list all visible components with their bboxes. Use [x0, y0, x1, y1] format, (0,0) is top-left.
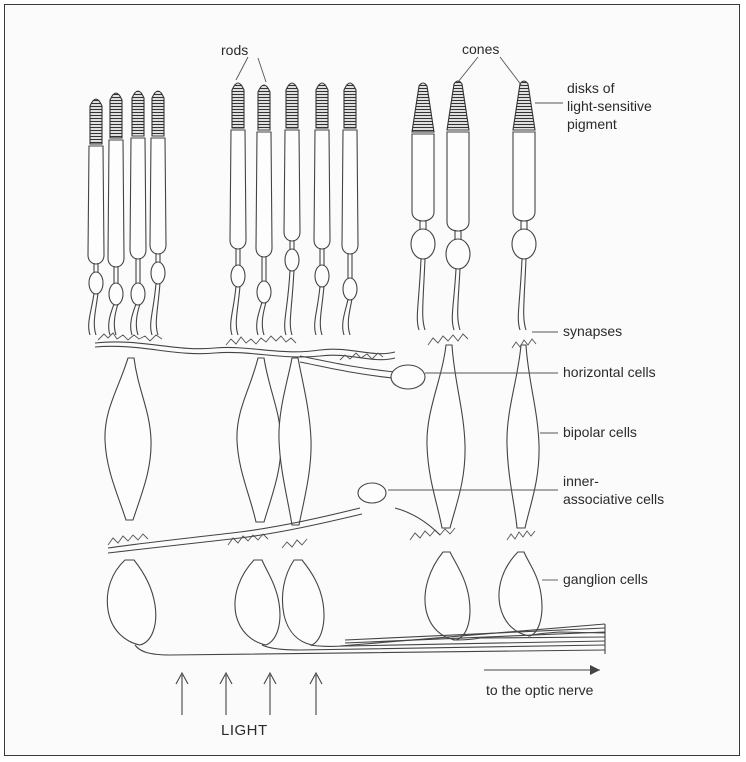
rod-nucleus [109, 283, 123, 305]
light-arrow-1 [176, 673, 188, 715]
rod-outer-segment [110, 93, 122, 138]
label-ganglion-cells: ganglion cells [563, 571, 648, 587]
label-inner-2: associative cells [563, 491, 664, 507]
label-light: LIGHT [221, 722, 268, 739]
rod-inner-segment [256, 132, 272, 257]
rod-inner-segment [130, 138, 146, 259]
rod-nucleus [151, 262, 165, 284]
rod-cell [108, 93, 124, 335]
rod-nucleus [285, 249, 299, 271]
cone-cell [446, 81, 470, 330]
rod-outer-segment [344, 83, 356, 128]
cone-outer-segment [447, 81, 469, 130]
rod-nucleus [89, 272, 103, 294]
label-disks-1: disks of [567, 80, 615, 96]
label-disks-2: light-sensitive [567, 98, 652, 114]
rod-outer-segment [132, 91, 144, 136]
label-disks-3: pigment [567, 116, 617, 132]
rod-outer-segment [90, 99, 102, 144]
rod-outer-segment [316, 83, 328, 128]
rod-outer-segment [232, 83, 244, 128]
rod-nucleus [315, 265, 329, 287]
label-optic-nerve: to the optic nerve [486, 682, 594, 698]
rod-inner-segment [284, 130, 300, 241]
rod-outer-segment [286, 83, 298, 128]
rod-inner-segment [230, 130, 246, 249]
rod-cell [284, 83, 300, 335]
label-synapses: synapses [563, 323, 622, 339]
cone-outer-segment [513, 81, 535, 130]
rod-cell [314, 83, 330, 335]
label-bipolar-cells: bipolar cells [563, 424, 637, 440]
bipolar-cells [105, 345, 539, 528]
rod-inner-segment [314, 130, 330, 249]
rod-cell [342, 83, 358, 335]
inner-associative-layer [108, 483, 440, 553]
optic-nerve-arrow [484, 665, 600, 675]
cone-nucleus [446, 239, 470, 269]
label-cones: cones [462, 41, 499, 57]
rod-nucleus [343, 278, 357, 300]
light-arrow-2 [220, 673, 232, 715]
rod-inner-segment [150, 138, 166, 254]
cone-inner-segment [447, 132, 469, 231]
rod-nucleus [257, 281, 271, 303]
cone-inner-segment [412, 134, 434, 221]
rod-outer-segment [258, 85, 270, 130]
cone-cells [411, 81, 536, 330]
rod-cells [88, 83, 358, 335]
label-horizontal-cells: horizontal cells [563, 364, 656, 380]
cone-nucleus [411, 229, 435, 259]
rod-cell [256, 85, 272, 335]
rod-inner-segment [108, 140, 124, 267]
cone-cell [411, 83, 435, 330]
rod-cell [230, 83, 246, 335]
rod-cell [130, 91, 146, 335]
label-rods: rods [221, 42, 248, 58]
cone-inner-segment [513, 132, 535, 221]
cone-cell [512, 81, 536, 330]
ganglion-cells [107, 552, 542, 645]
rod-nucleus [131, 283, 145, 305]
horizontal-cell-body [391, 365, 425, 389]
rod-cell [150, 91, 166, 335]
rod-nucleus [231, 265, 245, 287]
cone-nucleus [512, 229, 536, 259]
label-inner-1: inner- [563, 473, 599, 489]
light-arrow-3 [264, 673, 276, 715]
rod-outer-segment [152, 91, 164, 136]
cone-outer-segment [412, 83, 434, 132]
inner-associative-cell-body [358, 483, 386, 503]
rod-cell [88, 99, 104, 335]
rod-inner-segment [88, 146, 104, 264]
light-arrow-4 [310, 673, 322, 715]
rod-inner-segment [342, 130, 358, 254]
light-arrows [176, 673, 322, 715]
